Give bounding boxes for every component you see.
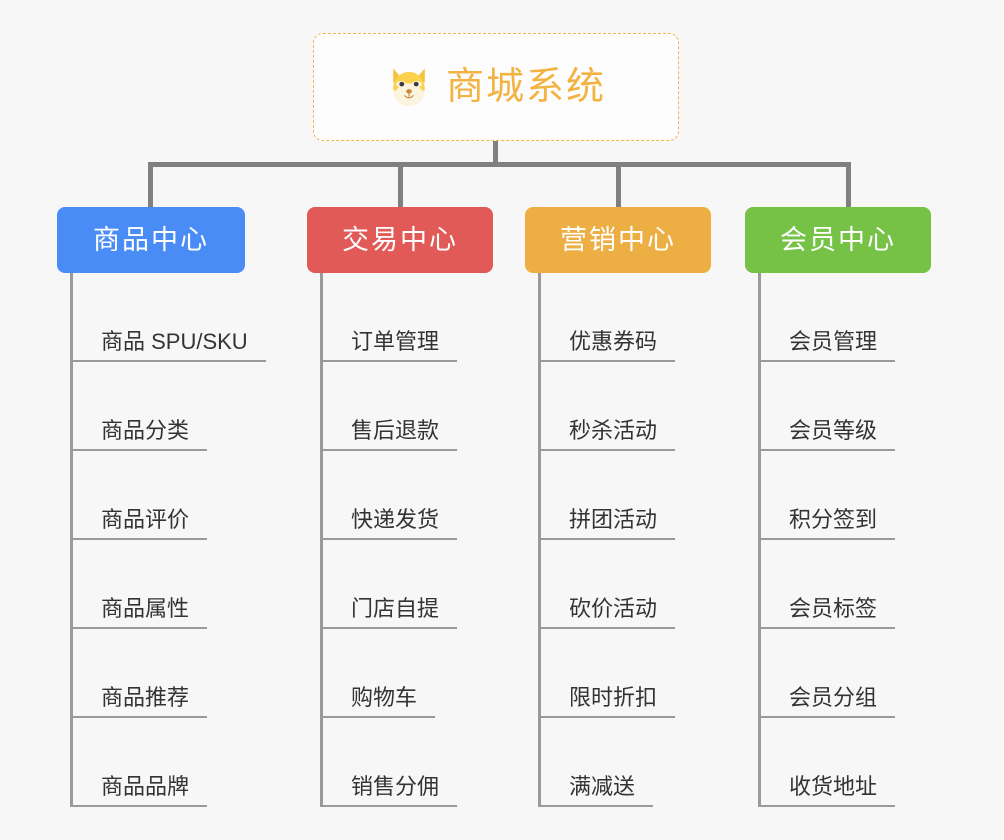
leaf-label: 快递发货 bbox=[351, 506, 440, 532]
category-header-product-center[interactable]: 商品中心 bbox=[57, 207, 245, 273]
branch-column-product-center: 商品中心 商品 SPU/SKU 商品分类 商品评价 商品属性 商品推荐 商品品牌 bbox=[57, 207, 287, 807]
list-item[interactable]: 商品评价 bbox=[73, 451, 287, 540]
branch-column-trade-center: 交易中心 订单管理 售后退款 快递发货 门店自提 购物车 销售分佣 bbox=[307, 207, 537, 807]
leaf-list: 会员管理 会员等级 积分签到 会员标签 会员分组 收货地址 bbox=[758, 273, 975, 807]
list-item[interactable]: 购物车 bbox=[323, 629, 537, 718]
connector-drop-0 bbox=[148, 162, 153, 207]
root-title: 商城系统 bbox=[445, 66, 606, 108]
list-item[interactable]: 会员等级 bbox=[761, 362, 975, 451]
leaf-label: 商品 SPU/SKU bbox=[101, 328, 248, 354]
list-item[interactable]: 拼团活动 bbox=[541, 451, 755, 540]
connector-root-stem bbox=[493, 141, 498, 165]
list-item[interactable]: 优惠券码 bbox=[541, 273, 755, 362]
leaf-label: 购物车 bbox=[351, 684, 418, 710]
leaf-label: 商品评价 bbox=[101, 506, 190, 532]
leaf-label: 会员等级 bbox=[789, 417, 878, 443]
branch-column-member-center: 会员中心 会员管理 会员等级 积分签到 会员标签 会员分组 收货地址 bbox=[745, 207, 975, 807]
category-header-member-center[interactable]: 会员中心 bbox=[745, 207, 931, 273]
leaf-label: 商品分类 bbox=[101, 417, 190, 443]
leaf-list: 订单管理 售后退款 快递发货 门店自提 购物车 销售分佣 bbox=[320, 273, 537, 807]
connector-drop-2 bbox=[616, 162, 621, 207]
list-item[interactable]: 商品分类 bbox=[73, 362, 287, 451]
leaf-label: 积分签到 bbox=[789, 506, 878, 532]
category-label: 会员中心 bbox=[780, 224, 896, 255]
leaf-label: 满减送 bbox=[569, 773, 636, 799]
leaf-label: 拼团活动 bbox=[569, 506, 658, 532]
leaf-label: 限时折扣 bbox=[569, 684, 658, 710]
list-item[interactable]: 门店自提 bbox=[323, 540, 537, 629]
list-item[interactable]: 会员管理 bbox=[761, 273, 975, 362]
leaf-label: 订单管理 bbox=[351, 328, 440, 354]
category-header-marketing-center[interactable]: 营销中心 bbox=[525, 207, 711, 273]
list-item[interactable]: 会员分组 bbox=[761, 629, 975, 718]
leaf-label: 商品品牌 bbox=[101, 773, 190, 799]
leaf-label: 商品属性 bbox=[101, 595, 190, 621]
list-item[interactable]: 会员标签 bbox=[761, 540, 975, 629]
list-item[interactable]: 商品属性 bbox=[73, 540, 287, 629]
category-label: 营销中心 bbox=[560, 224, 676, 255]
list-item[interactable]: 收货地址 bbox=[761, 718, 975, 807]
leaf-label: 商品推荐 bbox=[101, 684, 190, 710]
leaf-label: 销售分佣 bbox=[351, 773, 440, 799]
root-node[interactable]: 商城系统 bbox=[313, 33, 679, 141]
branch-column-marketing-center: 营销中心 优惠券码 秒杀活动 拼团活动 砍价活动 限时折扣 满减送 bbox=[525, 207, 755, 807]
connector-horizontal-bus bbox=[148, 162, 851, 167]
list-item[interactable]: 销售分佣 bbox=[323, 718, 537, 807]
list-item[interactable]: 限时折扣 bbox=[541, 629, 755, 718]
list-item[interactable]: 秒杀活动 bbox=[541, 362, 755, 451]
leaf-label: 秒杀活动 bbox=[569, 417, 658, 443]
leaf-list: 商品 SPU/SKU 商品分类 商品评价 商品属性 商品推荐 商品品牌 bbox=[70, 273, 287, 807]
list-item[interactable]: 商品 SPU/SKU bbox=[73, 273, 287, 362]
category-header-trade-center[interactable]: 交易中心 bbox=[307, 207, 493, 273]
leaf-label: 会员管理 bbox=[789, 328, 878, 354]
list-item[interactable]: 满减送 bbox=[541, 718, 755, 807]
list-item[interactable]: 积分签到 bbox=[761, 451, 975, 540]
leaf-label: 会员分组 bbox=[789, 684, 878, 710]
category-label: 商品中心 bbox=[93, 224, 209, 255]
leaf-label: 售后退款 bbox=[351, 417, 440, 443]
category-label: 交易中心 bbox=[342, 224, 458, 255]
list-item[interactable]: 商品品牌 bbox=[73, 718, 287, 807]
list-item[interactable]: 售后退款 bbox=[323, 362, 537, 451]
leaf-label: 收货地址 bbox=[789, 773, 878, 799]
leaf-label: 门店自提 bbox=[351, 595, 440, 621]
leaf-list: 优惠券码 秒杀活动 拼团活动 砍价活动 限时折扣 满减送 bbox=[538, 273, 755, 807]
shiba-dog-face-icon bbox=[393, 68, 425, 107]
list-item[interactable]: 快递发货 bbox=[323, 451, 537, 540]
leaf-label: 优惠券码 bbox=[569, 328, 658, 354]
connector-drop-3 bbox=[846, 162, 851, 207]
connector-drop-1 bbox=[398, 162, 403, 207]
list-item[interactable]: 订单管理 bbox=[323, 273, 537, 362]
leaf-label: 会员标签 bbox=[789, 595, 878, 621]
list-item[interactable]: 商品推荐 bbox=[73, 629, 287, 718]
leaf-label: 砍价活动 bbox=[569, 595, 658, 621]
list-item[interactable]: 砍价活动 bbox=[541, 540, 755, 629]
